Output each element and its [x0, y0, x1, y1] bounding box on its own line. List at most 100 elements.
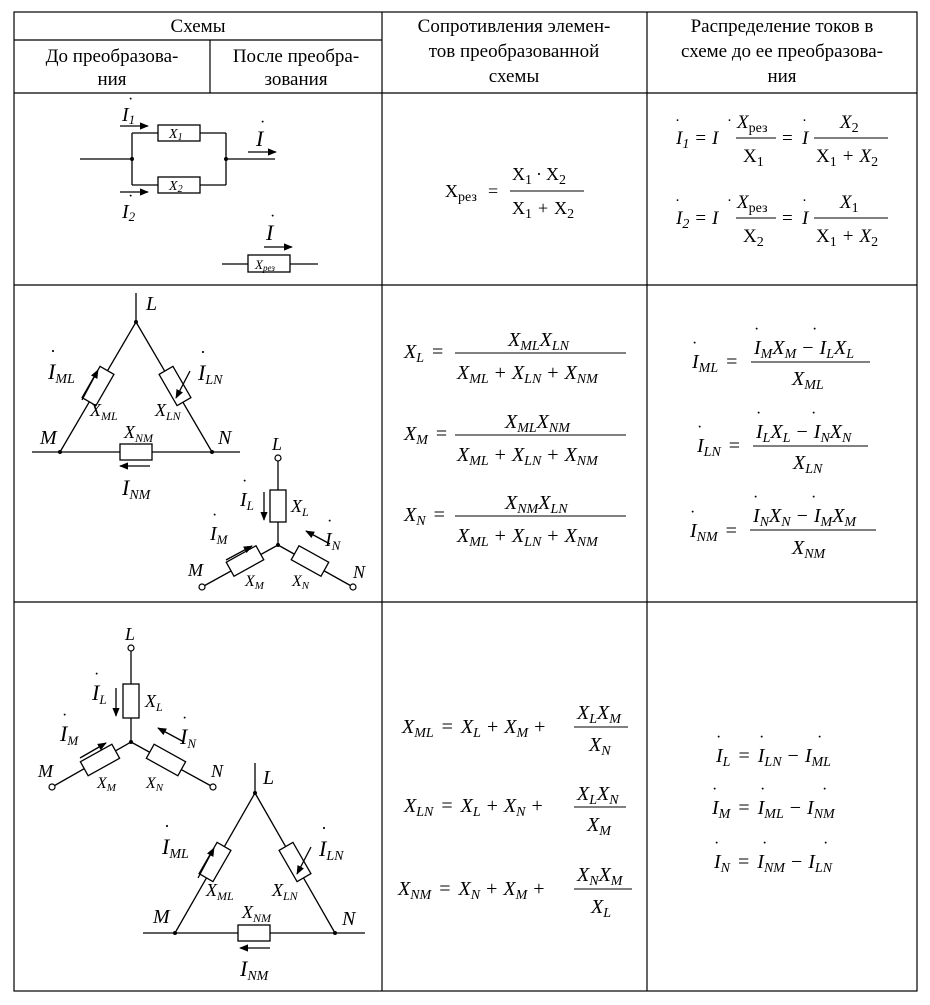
svg-text:X1·X2: X1·X2: [512, 164, 566, 188]
svg-text:ILN: ILN: [197, 360, 223, 388]
svg-text:XMLXNM: XMLXNM: [504, 411, 571, 436]
svg-text:XL: XL: [590, 896, 611, 921]
svg-text:N: N: [210, 761, 224, 781]
svg-text:·: ·: [802, 193, 807, 209]
svg-text:=: =: [488, 181, 498, 201]
svg-text:X1+X2: X1+X2: [816, 146, 878, 170]
svg-text:·: ·: [128, 188, 133, 205]
svg-text:IM: IM: [209, 523, 229, 547]
svg-text:X1: X1: [168, 127, 183, 143]
svg-text:IL: IL: [239, 489, 254, 513]
svg-text:Xрез: Xрез: [736, 112, 768, 136]
svg-text:XL: XL: [144, 691, 163, 714]
svg-text:M: M: [39, 427, 58, 449]
svg-text:·: ·: [690, 504, 695, 521]
svg-text:·: ·: [50, 341, 56, 361]
svg-text:Xрез: Xрез: [254, 257, 275, 273]
svg-text:·: ·: [697, 419, 702, 436]
star-diagram-after: L M N IL · XL IM · IN · XM XN: [187, 434, 366, 592]
svg-text:L: L: [262, 767, 274, 789]
svg-text:I: I: [801, 128, 810, 149]
svg-text:ILN=: ILN=: [696, 435, 740, 460]
formula-xl: XL= XMLXLN XML+XLN+XNM: [403, 329, 626, 387]
svg-text:·: ·: [675, 193, 680, 209]
svg-text:XNXM: XNXM: [576, 864, 624, 889]
svg-text:·: ·: [242, 939, 248, 959]
svg-text:·: ·: [260, 114, 265, 131]
svg-text:XML+XLN+XNM: XML+XLN+XNM: [456, 444, 599, 469]
svg-text:X1: X1: [743, 146, 764, 170]
svg-text:·: ·: [62, 707, 67, 724]
svg-text:N: N: [341, 908, 357, 930]
svg-text:M: M: [187, 560, 204, 580]
svg-text:XLN: XLN: [271, 880, 299, 903]
svg-text:·: ·: [714, 835, 719, 852]
svg-text:·: ·: [716, 729, 721, 746]
formula-il: IL=ILN−IML · · ·: [715, 729, 831, 770]
svg-text:XML: XML: [89, 400, 118, 423]
svg-text:I1: I1: [121, 104, 135, 127]
svg-text:·: ·: [212, 507, 217, 524]
svg-text:M: M: [37, 761, 54, 781]
svg-text:N: N: [352, 562, 366, 582]
svg-text:XNM: XNM: [241, 902, 272, 925]
svg-text:·: ·: [182, 710, 187, 727]
svg-text:·: ·: [675, 113, 680, 129]
svg-text:XL=: XL=: [403, 341, 443, 366]
table-grid: [13, 11, 918, 992]
header-after-line2: зования: [264, 69, 327, 90]
svg-text:XML: XML: [205, 880, 234, 903]
svg-text:X1: X1: [839, 192, 859, 216]
svg-text:XLN: XLN: [154, 400, 182, 423]
svg-text:·: ·: [242, 473, 247, 490]
svg-text:XLN: XLN: [792, 452, 823, 477]
formula-im: IM=IML−INM · · ·: [711, 781, 836, 822]
svg-text:XNM: XNM: [123, 422, 154, 445]
formula-iml: IML= · IMXM−ILXL · · XML: [691, 321, 870, 393]
svg-text:XM: XM: [244, 573, 265, 592]
header-dist-line2: схеме до ее преобразова-: [681, 41, 883, 62]
svg-text:XN: XN: [291, 573, 310, 592]
formula-in: IN=INM−ILN · · ·: [713, 835, 833, 876]
formula-i1: I1=I · · Xрез X1 = I · X2 X1+X2: [675, 112, 888, 170]
svg-text:IML: IML: [47, 359, 75, 387]
header-schemes: Схемы: [171, 16, 226, 37]
svg-text:I: I: [265, 220, 275, 245]
svg-text:·: ·: [164, 816, 170, 836]
svg-text:XM: XM: [586, 814, 612, 839]
svg-text:IM=IML−INM: IM=IML−INM: [711, 797, 836, 822]
svg-text:·: ·: [762, 835, 767, 852]
svg-text:·: ·: [727, 193, 732, 209]
svg-text:·: ·: [321, 818, 327, 838]
svg-text:IN: IN: [324, 529, 342, 553]
svg-text:I2: I2: [121, 201, 136, 224]
svg-text:·: ·: [760, 781, 765, 798]
parallel-circuit-diagram: I1 · X1 X2 I2 · I ·: [80, 91, 277, 224]
svg-text:ILN: ILN: [318, 836, 344, 864]
svg-text:I: I: [801, 208, 810, 229]
svg-text:·: ·: [753, 489, 758, 506]
delta-diagram-before: L M N IML · ILN · XML XLN XNM INM ·: [32, 293, 240, 503]
svg-text:·: ·: [692, 335, 697, 352]
svg-text:N: N: [217, 427, 233, 449]
svg-text:X1+X2: X1+X2: [512, 198, 574, 222]
formula-xln: XLN=XL+XN+ XLXN XM: [403, 783, 626, 839]
svg-text:I2=I: I2=I: [675, 208, 720, 232]
svg-text:XML=XL+XM+: XML=XL+XM+: [401, 716, 545, 741]
svg-text:·: ·: [200, 342, 206, 362]
svg-text:IML=: IML=: [691, 351, 737, 376]
svg-text:·: ·: [754, 321, 759, 338]
header-after-line1: После преобра-: [233, 46, 359, 67]
delta-diagram-after: L M N IML · ILN · XML XLN XNM INM ·: [143, 763, 365, 984]
svg-text:X2: X2: [743, 226, 764, 250]
formula-inm: INM= · INXN−IMXM · · XNM: [689, 489, 876, 562]
svg-text:XN: XN: [588, 734, 611, 759]
header-before-line1: До преобразова-: [46, 46, 179, 67]
svg-text:XNMXLN: XNMXLN: [504, 492, 568, 517]
formula-i2: I2=I · · Xрез X2 = I · X1 X1+X2: [675, 192, 888, 250]
svg-text:M: M: [152, 906, 171, 928]
header-resist-line2: тов преобразованной: [429, 41, 600, 62]
svg-text:·: ·: [727, 113, 732, 129]
svg-text:·: ·: [712, 781, 717, 798]
table-header: Схемы До преобразова- ния После преобра-…: [46, 16, 883, 90]
